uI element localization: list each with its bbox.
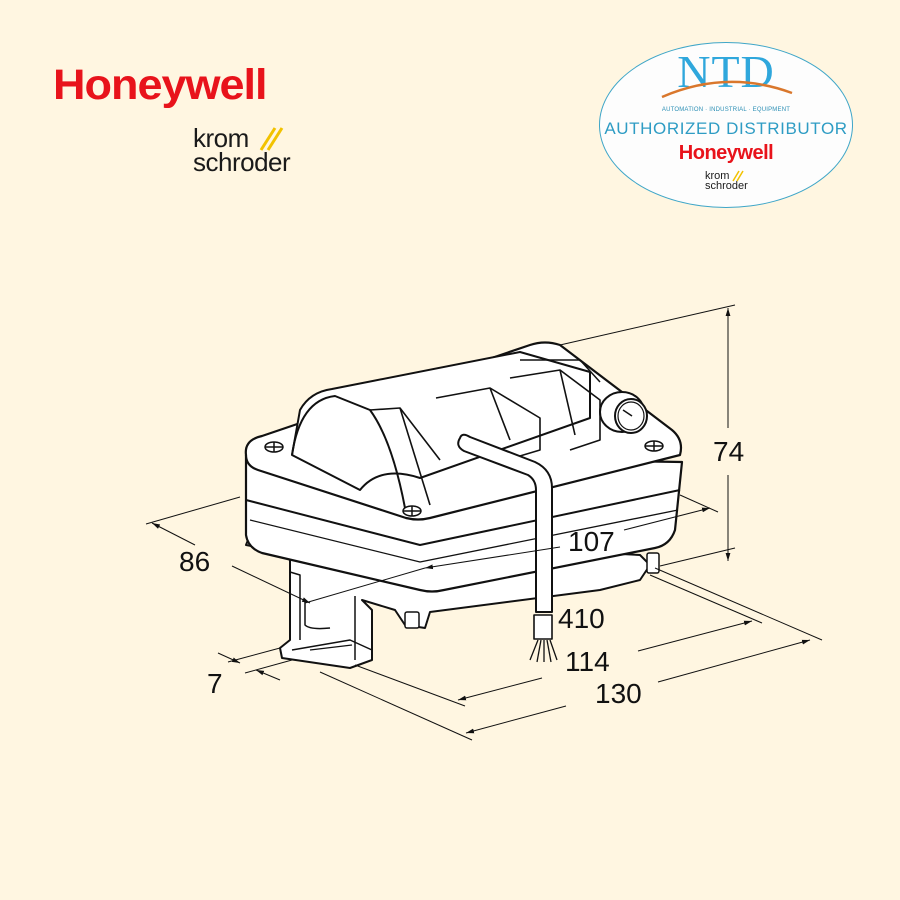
badge-tagline: AUTOMATION · INDUSTRIAL · EQUIPMENT xyxy=(661,107,791,113)
krom-text: krom xyxy=(193,123,249,153)
schroder-text: schroder xyxy=(193,147,291,177)
honeywell-logo: Honeywell xyxy=(53,60,268,109)
dimension-cable-length: 410 xyxy=(558,603,605,634)
krom-slash-icon xyxy=(259,127,284,151)
dimension-bracket: 7 xyxy=(207,668,223,699)
dimension-height: 74 xyxy=(713,436,745,467)
dimension-length-top: 107 xyxy=(568,526,615,557)
krom-schroder-logo: krom schroder xyxy=(193,123,291,177)
ntd-swoosh-icon xyxy=(661,80,793,99)
badge-title: AUTHORIZED DISTRIBUTOR xyxy=(604,119,848,138)
badge-krom-slash-icon xyxy=(732,170,744,182)
badge-krom-schroder: krom schroder xyxy=(705,170,748,192)
badge-honeywell: Honeywell xyxy=(678,142,774,164)
dimension-base-inner: 114 xyxy=(565,646,610,677)
authorized-distributor-badge: NTD AUTOMATION · INDUSTRIAL · EQUIPMENT … xyxy=(599,42,853,208)
dimension-depth: 86 xyxy=(179,546,211,577)
dimension-base-outer: 130 xyxy=(595,678,642,709)
